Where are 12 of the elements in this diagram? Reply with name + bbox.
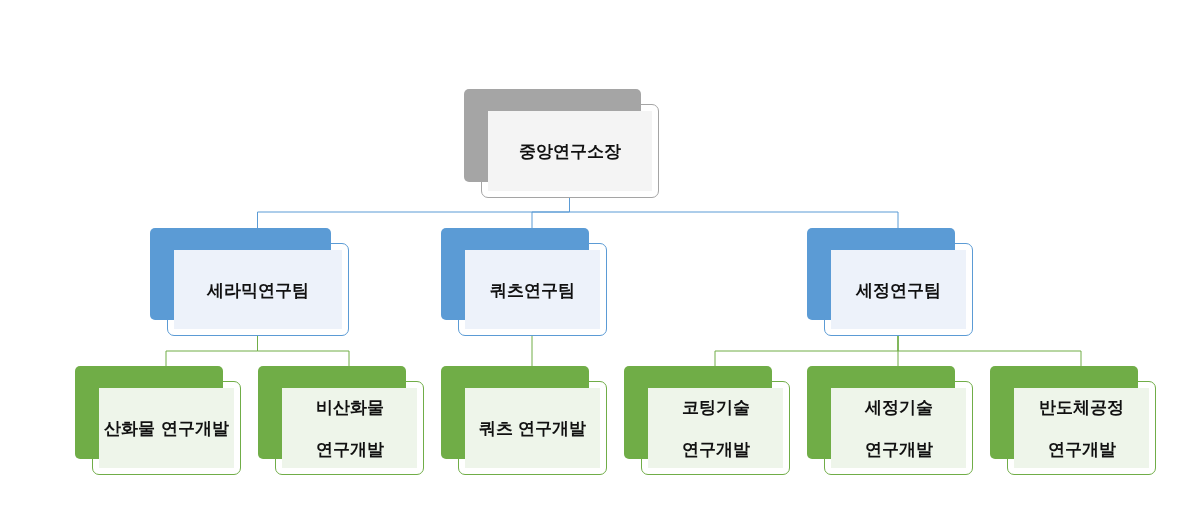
box-label: 쿼츠연구팀 [490,278,575,302]
box-label: 세정기술 연구개발 [863,396,934,461]
box-label: 산화물 연구개발 [104,417,229,440]
box-label: 세정연구팀 [856,278,941,302]
box-label: 세라믹연구팀 [207,278,309,302]
box-label: 중앙연구소장 [519,140,621,163]
connector-line [531,335,533,367]
box-label: 코팅기술 연구개발 [680,396,751,461]
connector-line [897,335,1082,367]
box-label: 반도체공정 연구개발 [1038,396,1125,461]
box-label: 비산화물 연구개발 [314,396,385,461]
box-label: 쿼츠 연구개발 [478,417,587,440]
